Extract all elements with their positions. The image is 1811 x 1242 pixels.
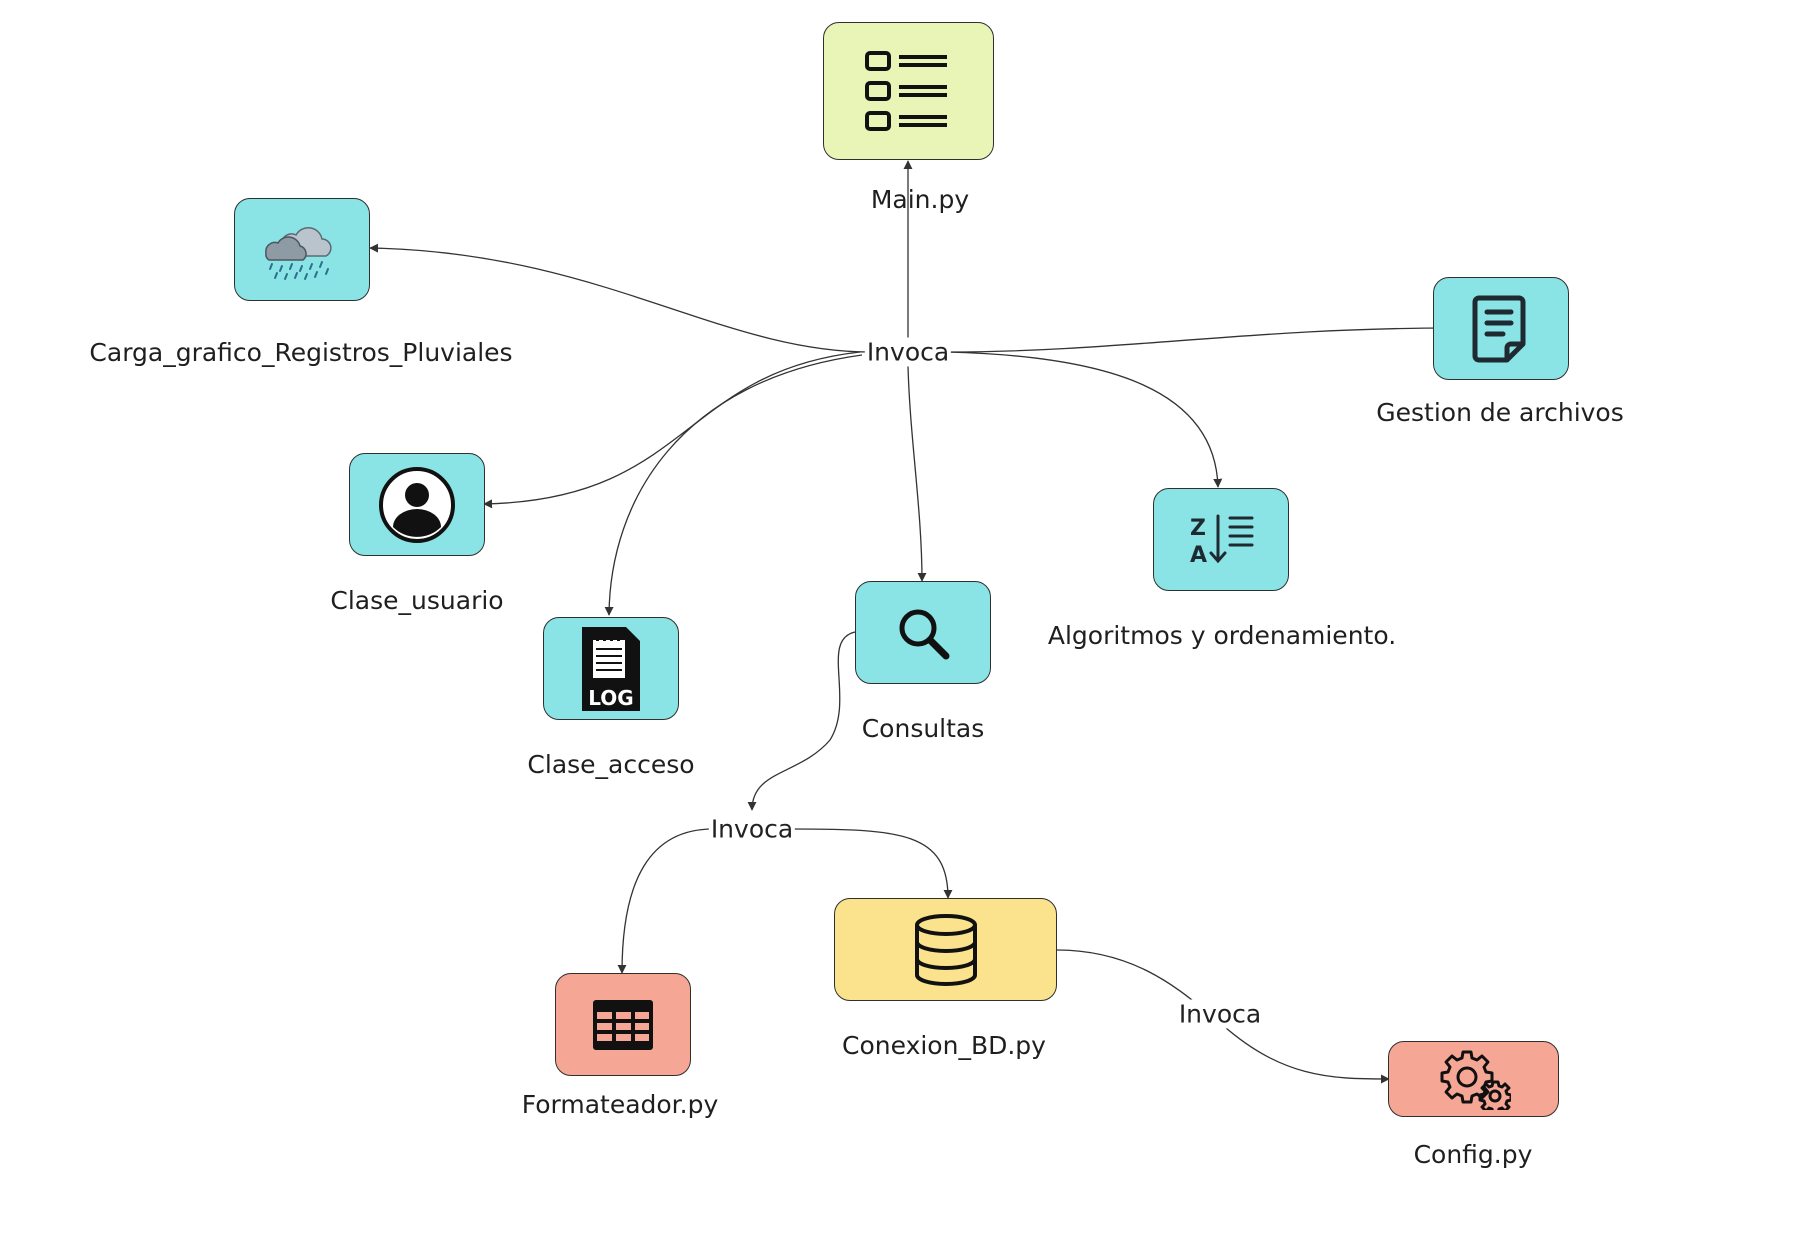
gears-icon	[1440, 1050, 1511, 1110]
edge-hub-to-queries	[907, 365, 927, 582]
main-node[interactable]	[823, 22, 994, 160]
user-avatar-icon	[379, 466, 455, 543]
search-icon	[899, 609, 950, 659]
queries-node[interactable]	[855, 581, 991, 684]
access-node[interactable]: LOG	[543, 617, 679, 720]
sort-node[interactable]: Z A	[1153, 488, 1289, 591]
files-node[interactable]	[1433, 277, 1569, 380]
edge-label-invoca-db: Invoca	[1176, 999, 1264, 1029]
db-node[interactable]	[834, 898, 1057, 1001]
rain-label: Carga_grafico_Registros_Pluviales	[89, 338, 513, 367]
user-node[interactable]	[349, 453, 485, 556]
svg-text:Z: Z	[1190, 516, 1206, 541]
sort-za-icon: Z A	[1190, 514, 1254, 568]
formatter-node[interactable]	[555, 973, 691, 1076]
user-label: Clase_usuario	[330, 586, 504, 615]
edge-hub-to-access	[604, 354, 863, 616]
edge-queries-to-hub2	[747, 631, 856, 811]
formatter-label: Formateador.py	[521, 1090, 719, 1119]
db-label: Conexion_BD.py	[842, 1031, 1046, 1060]
config-node[interactable]	[1388, 1041, 1559, 1117]
rain-cloud-icon	[265, 226, 332, 280]
checklist-icon	[864, 51, 947, 131]
edge-hub-to-rain	[369, 243, 871, 353]
edge-hub2-to-formatter	[617, 828, 714, 974]
access-label: Clase_acceso	[527, 750, 695, 779]
edge-hub2-to-db	[791, 828, 953, 899]
edge-hub-to-files	[946, 323, 1453, 353]
main-label: Main.py	[870, 185, 970, 214]
queries-label: Consultas	[861, 714, 985, 743]
svg-text:A: A	[1190, 543, 1207, 568]
rain-node[interactable]	[234, 198, 370, 301]
edge-hub-to-user	[483, 351, 861, 509]
log-file-icon: LOG	[582, 626, 640, 711]
svg-text:LOG: LOG	[588, 686, 633, 710]
database-icon	[914, 913, 977, 986]
edge-hub-to-sort	[946, 351, 1223, 488]
files-label: Gestion de archivos	[1376, 398, 1624, 427]
table-icon	[593, 999, 653, 1050]
edge-label-invoca-main: Invoca	[864, 337, 952, 367]
config-label: Config.py	[1413, 1140, 1533, 1169]
document-icon	[1472, 295, 1526, 362]
edge-label-invoca-queries: Invoca	[708, 814, 796, 844]
sort-label: Algoritmos y ordenamiento.	[1047, 621, 1397, 650]
